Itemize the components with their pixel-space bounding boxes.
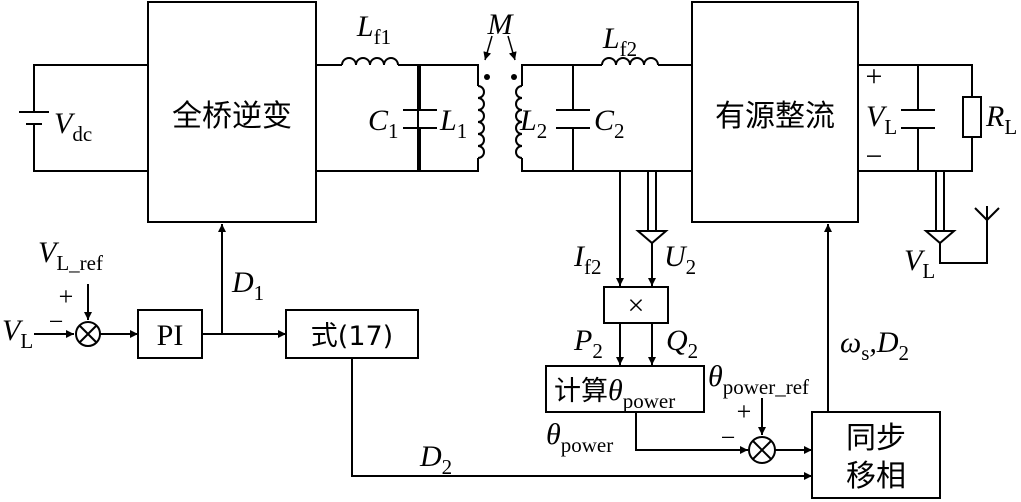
ws-d2-label: ωs,D2	[840, 326, 909, 365]
vl-ref-label: VL_ref	[38, 236, 103, 275]
rectifier-label: 有源整流	[715, 99, 835, 134]
inductor-lf2	[601, 57, 659, 66]
eq17-block	[285, 309, 419, 359]
d2-path	[351, 358, 812, 480]
p2-label: P2	[573, 324, 603, 363]
d2-label: D2	[419, 440, 452, 479]
dc-source	[19, 64, 148, 172]
lf1-label: Lf1	[356, 10, 391, 49]
l2-label: L2	[519, 104, 547, 143]
sum1-minus: −	[49, 307, 64, 336]
dot-l1	[484, 74, 490, 80]
resistor-rl	[962, 96, 982, 138]
sum1-plus: +	[59, 282, 74, 311]
eq17-label: 式(17)	[311, 321, 393, 352]
secondary-network	[511, 57, 692, 286]
rectifier-block	[691, 1, 859, 223]
c2-label: C2	[594, 104, 625, 143]
calc-theta-label: 计算θpower	[554, 374, 675, 413]
pi-block	[137, 309, 203, 359]
vdc-label: Vdc	[54, 107, 92, 146]
theta-power-ref-label: θpower_ref	[708, 360, 809, 399]
calc-theta-block	[545, 365, 705, 413]
phase-shift-line2: 移相	[846, 459, 906, 494]
l1-label: L1	[439, 104, 467, 143]
q2-label: Q2	[666, 324, 698, 363]
vl-load-label: VL	[866, 100, 897, 139]
c1-label: C1	[368, 104, 399, 143]
inverter-block	[147, 1, 317, 223]
phase-shift-line1: 同步	[846, 421, 906, 456]
sum2-plus: +	[737, 397, 752, 426]
vl-input-label: VL	[2, 314, 33, 353]
voltage-loop	[34, 224, 286, 347]
inverter-label: 全桥逆变	[172, 99, 292, 134]
d1-label: D1	[231, 266, 264, 305]
inductor-l2	[515, 85, 523, 159]
if2-label: If2	[573, 240, 602, 279]
theta-power-path	[635, 412, 748, 454]
vl-sense-label: VL	[904, 244, 935, 283]
primary-network	[316, 57, 490, 172]
sum2-minus: −	[721, 423, 736, 452]
dot-l2	[511, 74, 517, 80]
multiplier-symbol: ×	[628, 289, 645, 322]
rl-label: RL	[985, 100, 1017, 139]
load-plus: +	[866, 60, 883, 93]
inductor-l1	[477, 85, 485, 159]
load-network	[858, 64, 1000, 264]
theta-power-label: θpower	[546, 418, 613, 457]
multiplier-block	[603, 286, 669, 324]
lf2-label: Lf2	[602, 22, 637, 61]
inductor-lf1	[341, 57, 399, 66]
u2-label: U2	[664, 240, 696, 279]
pi-label: PI	[157, 319, 184, 352]
phase-shift-block	[811, 411, 941, 499]
load-minus: −	[866, 140, 883, 173]
m-label: M	[487, 8, 515, 41]
